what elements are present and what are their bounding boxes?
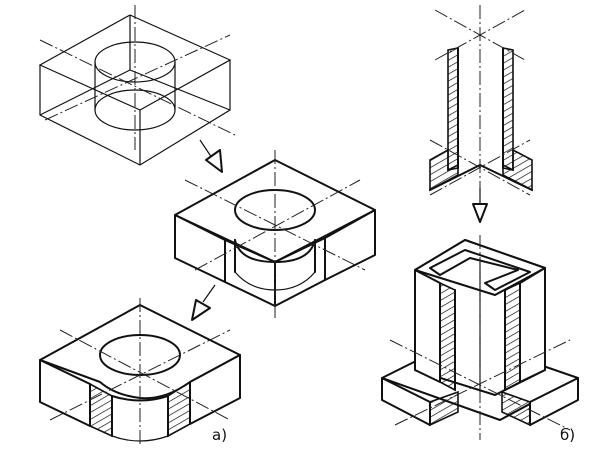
arrow-b-down (472, 188, 488, 223)
figure-b-step1-tube-section (429, 5, 533, 200)
label-a: а) (212, 426, 227, 444)
arrow-step1-to-step2 (199, 139, 223, 173)
arrow-step2-to-step3 (191, 284, 216, 321)
figure-a-step3-section (39, 298, 241, 445)
label-b: б) (560, 426, 575, 444)
figure-a-step1-wire-box (38, 5, 236, 166)
figure-a-step2-cut-box (174, 150, 376, 320)
figure-b-step2-flanged-tube (381, 235, 579, 440)
